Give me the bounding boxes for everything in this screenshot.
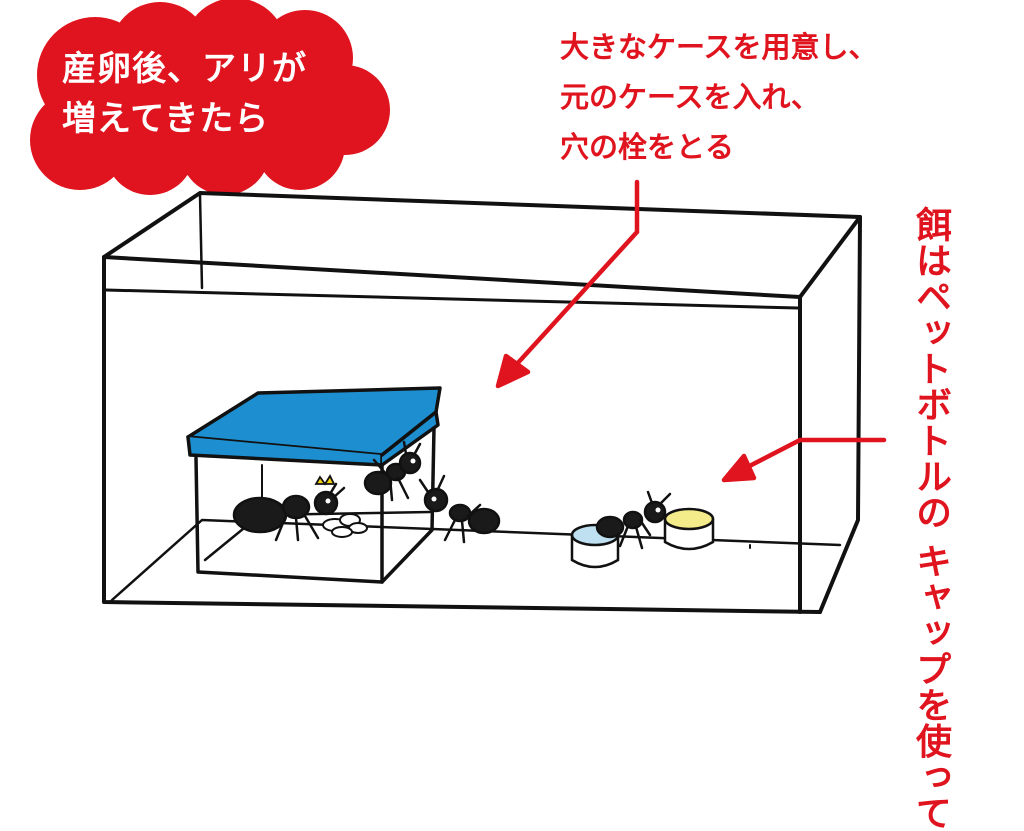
large-case: [102, 191, 862, 614]
food-instruction: 餌はペットボトルの キャップを使って: [905, 206, 955, 831]
large-case-back-left-edge: [198, 193, 204, 290]
arrow-to-large-case: [495, 179, 640, 389]
honey-cap: [663, 507, 715, 551]
case-instruction-line-1: 大きなケースを用意し、: [560, 30, 878, 64]
large-case-right-edges: [818, 215, 862, 614]
large-case-inner-line: [104, 288, 800, 310]
heading-line-2: 増えてきたら: [62, 99, 270, 139]
eggs: [322, 513, 368, 538]
queen-ant: [232, 474, 346, 542]
worker-ant-feeding: [595, 490, 672, 550]
worker-ant-climbing: [363, 440, 422, 502]
large-case-floor-lines: [110, 518, 842, 602]
speech-cloud: [30, 0, 390, 195]
heading-line-1: 産卵後、アリが: [62, 49, 307, 89]
food-instruction-column-2: キャップを使って: [910, 542, 951, 831]
crown-icon: [314, 474, 336, 486]
case-instruction-line-3: 穴の栓をとる: [560, 130, 735, 164]
arrow-to-caps: [721, 437, 887, 483]
large-case-top-rim: [102, 191, 862, 299]
large-case-front-edges: [102, 255, 822, 614]
ant-case-illustration: [30, 0, 887, 614]
food-instruction-column-1: 餌はペットボトルの: [910, 206, 951, 530]
heading-text: 産卵後、アリが 増えてきたら: [62, 44, 362, 144]
case-instruction-line-2: 元のケースを入れ、: [560, 80, 820, 114]
worker-ant-walking: [418, 474, 501, 544]
case-instruction: 大きなケースを用意し、 元のケースを入れ、 穴の栓をとる: [560, 22, 878, 172]
small-case: [186, 386, 442, 584]
